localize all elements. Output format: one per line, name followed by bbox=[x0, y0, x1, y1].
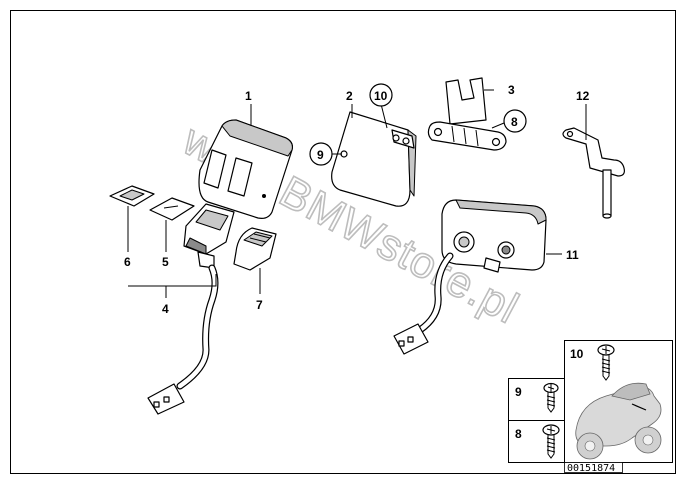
pin-bracket bbox=[562, 127, 625, 219]
label-4: 4 bbox=[162, 302, 169, 316]
leader-8 bbox=[491, 122, 505, 129]
label-9: 9 bbox=[317, 148, 324, 162]
leader-6-5 bbox=[127, 206, 167, 252]
circle-8 bbox=[503, 109, 527, 133]
inset-label-9: 9 bbox=[515, 385, 522, 399]
label-12: 12 bbox=[576, 89, 590, 103]
label-5: 5 bbox=[162, 255, 169, 269]
inset-label-8: 8 bbox=[515, 427, 522, 441]
label-3: 3 bbox=[508, 83, 515, 97]
inset-label-10: 10 bbox=[570, 347, 584, 361]
circle-10 bbox=[369, 83, 393, 107]
screw-9-icon bbox=[543, 382, 559, 413]
label-8: 8 bbox=[511, 115, 518, 129]
switch-module bbox=[393, 199, 547, 355]
leader-4 bbox=[128, 274, 217, 298]
switch-housing bbox=[198, 119, 293, 219]
cap-6 bbox=[109, 185, 155, 207]
label-11: 11 bbox=[566, 248, 579, 262]
cap-5 bbox=[149, 197, 195, 221]
screw-8-icon bbox=[542, 424, 560, 459]
cover-7 bbox=[233, 227, 277, 271]
bracket bbox=[427, 77, 507, 151]
outer-frame bbox=[10, 10, 676, 474]
label-10: 10 bbox=[374, 89, 388, 103]
label-1: 1 bbox=[245, 89, 252, 103]
leader-10 bbox=[380, 103, 388, 129]
control-unit bbox=[331, 111, 417, 207]
label-7: 7 bbox=[256, 298, 263, 312]
inset-box: 10 9 8 bbox=[508, 340, 673, 474]
reference-number: 00151874 bbox=[567, 463, 615, 474]
circle-9 bbox=[309, 142, 333, 166]
screw-10-icon bbox=[597, 344, 615, 381]
motorcycle-icon bbox=[575, 382, 662, 460]
label-6: 6 bbox=[124, 255, 131, 269]
rocker-switch bbox=[147, 203, 235, 415]
label-2: 2 bbox=[346, 89, 353, 103]
